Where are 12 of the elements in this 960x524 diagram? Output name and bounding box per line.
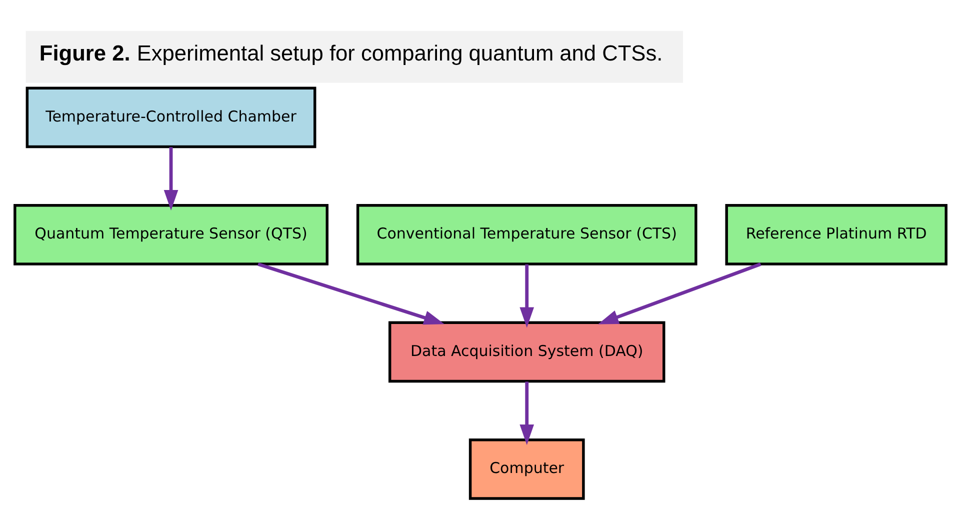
arrow <box>163 147 178 211</box>
diagram-title: Figure 2. Experimental setup for comparing quantum and CTSs. <box>38 40 662 66</box>
arrow <box>519 264 534 328</box>
node-box: Conventional Temperature Sensor (CTS) <box>356 204 697 266</box>
node-box: Temperature-Controlled Chamber <box>25 86 316 148</box>
node-box: Reference Platinum RTD <box>724 204 947 266</box>
arrow <box>598 262 761 324</box>
node-box: Computer <box>468 438 584 500</box>
arrow <box>519 382 534 446</box>
node-box: Quantum Temperature Sensor (QTS) <box>13 204 328 266</box>
arrow <box>257 262 444 325</box>
node-box: Data Acquisition System (DAQ) <box>388 321 665 383</box>
